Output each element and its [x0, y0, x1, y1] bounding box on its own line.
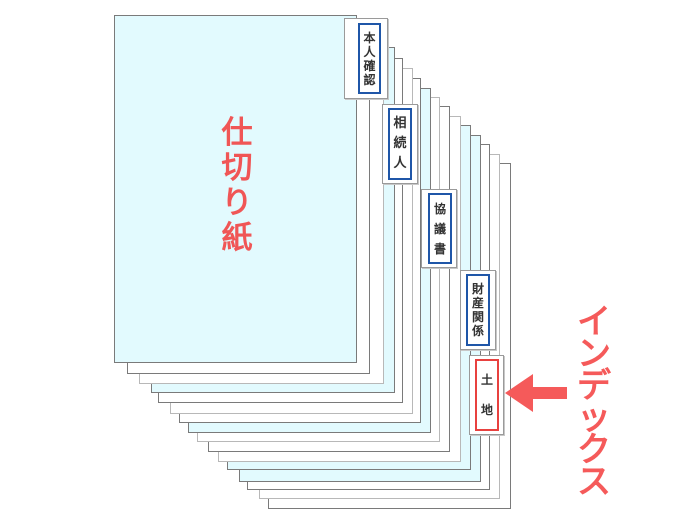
tab-label-box: 本 人 確 認 — [358, 23, 381, 94]
title-char: 切 — [221, 150, 253, 186]
index-label-char: ン — [577, 334, 611, 374]
index-label-char: イ — [577, 302, 611, 342]
divider-title: 仕 切 り 紙 — [212, 116, 262, 256]
arrow-left-icon — [505, 374, 567, 412]
sheet-front — [114, 15, 357, 363]
tab-identity: 本 人 確 認 — [344, 18, 388, 99]
index-label-char: ク — [577, 430, 611, 470]
tab-label-box: 協 議 書 — [428, 193, 452, 264]
tab-heirs: 相 続 人 — [382, 104, 418, 184]
index-label: イ ン デ ッ ク ス — [572, 302, 616, 502]
title-char: 仕 — [221, 115, 253, 151]
index-label-char: ッ — [577, 398, 611, 438]
tab-land: 土 地 — [469, 355, 504, 435]
title-char: り — [221, 185, 253, 221]
index-label-char: デ — [577, 366, 611, 406]
tab-label-box: 相 続 人 — [388, 108, 412, 180]
index-label-char: ス — [577, 462, 611, 502]
tab-assets: 財 産 関 係 — [460, 270, 496, 350]
tab-label-box-highlighted: 土 地 — [475, 359, 499, 431]
tab-label-box: 財 産 関 係 — [466, 274, 490, 346]
title-char: 紙 — [221, 220, 253, 256]
tab-agreement: 協 議 書 — [421, 189, 457, 268]
